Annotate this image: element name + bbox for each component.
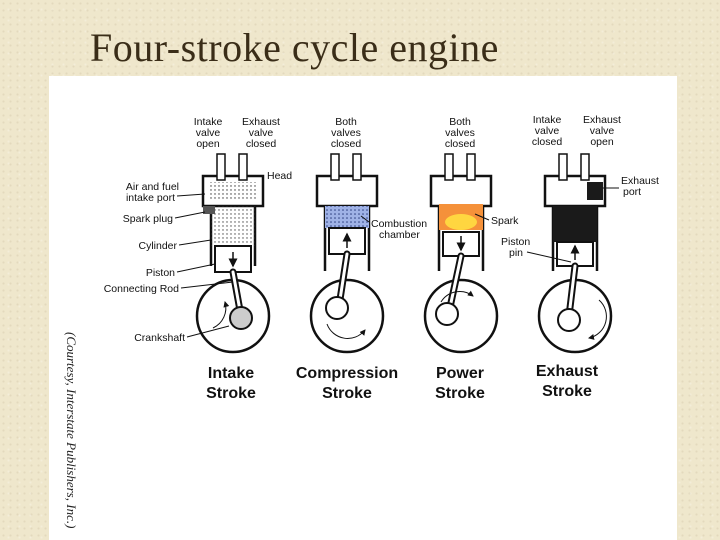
intake-stroke-label-2: Stroke <box>206 385 256 402</box>
exhaust-stroke-label-2: Stroke <box>542 383 592 400</box>
exhaust-valve-closed-3: closed <box>246 138 277 150</box>
left-part-labels: Head Air and fuel intake port Spark plug… <box>104 170 293 344</box>
both-valves-closed-1b: valves <box>331 127 361 139</box>
intake-valve-closed-3: closed <box>532 136 563 148</box>
combustion-chamber-label-2: chamber <box>379 229 420 241</box>
exhaust-stroke-label-1: Exhaust <box>536 363 599 380</box>
both-valves-closed-1c: closed <box>331 138 362 150</box>
both-valves-closed-2a: Both <box>449 116 471 128</box>
intake-valve-open-3: open <box>196 138 220 150</box>
connecting-rod-label: Connecting Rod <box>104 283 179 295</box>
piston-pin-label-2: pin <box>509 247 523 259</box>
both-valves-closed-2b: valves <box>445 127 475 139</box>
compression-stroke-label-2: Stroke <box>322 385 372 402</box>
exhaust-valve-closed-2: valve <box>249 127 274 139</box>
engine-diagram: (Courtesy, Interstate Publishers, Inc.) <box>64 114 659 528</box>
air-fuel-label-2: intake port <box>126 192 175 204</box>
air-fuel-label-1: Air and fuel <box>126 181 179 193</box>
right-part-labels: Exhaust port Piston pin <box>501 175 659 263</box>
exhaust-valve-open-1: Exhaust <box>583 114 621 126</box>
crankshaft-label: Crankshaft <box>134 332 185 344</box>
stroke-names: Intake Stroke Compression Stroke Power S… <box>206 363 599 402</box>
exhaust-valve-closed-1: Exhaust <box>242 116 280 128</box>
piston-label: Piston <box>146 267 175 279</box>
exhaust-port-label-2: port <box>623 186 641 198</box>
intake-stroke-label-1: Intake <box>208 365 254 382</box>
intake-stroke-engine <box>195 153 271 354</box>
intake-valve-closed-2: valve <box>535 125 560 137</box>
intake-valve-open-2: valve <box>196 127 221 139</box>
intake-valve-open-1: Intake <box>194 116 223 128</box>
cylinder-label: Cylinder <box>138 240 177 252</box>
power-stroke-label-1: Power <box>436 365 484 382</box>
intake-valve-closed-1: Intake <box>533 114 562 126</box>
compression-stroke-engine <box>309 153 385 354</box>
exhaust-valve-open-2: valve <box>590 125 615 137</box>
slide-title: Four-stroke cycle engine <box>90 25 499 70</box>
exhaust-port-label-1: Exhaust <box>621 175 659 187</box>
top-labels: Intake valve open Exhaust valve closed B… <box>194 114 621 150</box>
middle-part-labels: Combustion chamber Spark <box>360 213 519 241</box>
piston-pin-label-1: Piston <box>501 236 530 248</box>
power-stroke-label-2: Stroke <box>435 385 485 402</box>
compression-stroke-label-1: Compression <box>296 365 398 382</box>
power-stroke-engine <box>423 153 499 354</box>
spark-label: Spark <box>491 215 519 227</box>
head-label: Head <box>267 170 292 182</box>
combustion-chamber-label-1: Combustion <box>371 218 427 230</box>
both-valves-closed-1a: Both <box>335 116 357 128</box>
courtesy-credit: (Courtesy, Interstate Publishers, Inc.) <box>64 332 79 528</box>
both-valves-closed-2c: closed <box>445 138 476 150</box>
spark-plug-label: Spark plug <box>123 213 173 225</box>
exhaust-stroke-engine <box>537 153 613 354</box>
engine-diagram-figure: (Courtesy, Interstate Publishers, Inc.) <box>49 76 677 540</box>
exhaust-valve-open-3: open <box>590 136 614 148</box>
